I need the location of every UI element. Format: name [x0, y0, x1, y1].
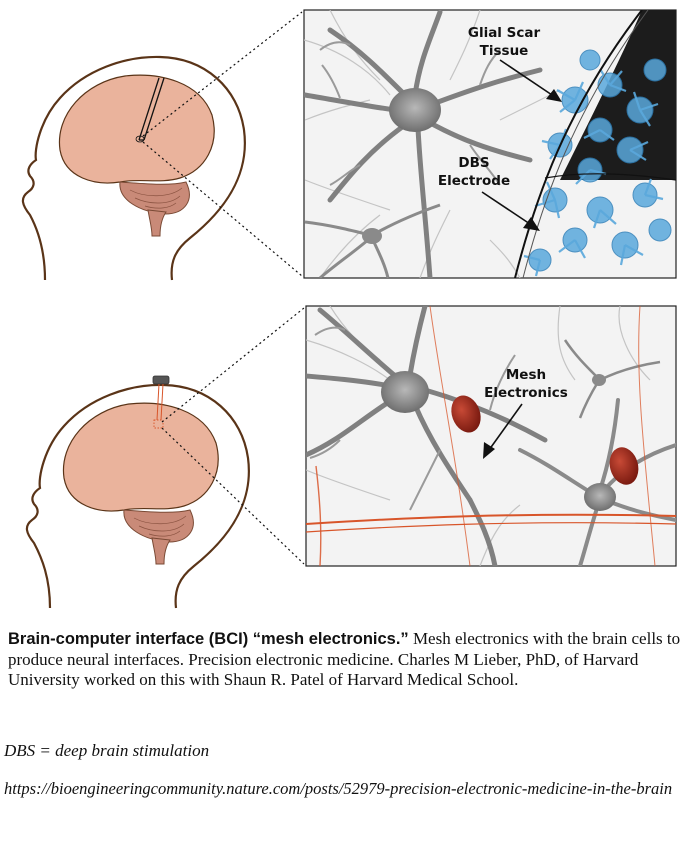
cerebellum	[123, 509, 194, 543]
dbs-micrograph-panel: Glial Scar Tissue DBS Electrode	[303, 9, 677, 279]
abbreviation-note: DBS = deep brain stimulation	[4, 741, 210, 760]
dbs-electrode-label: Electrode	[438, 173, 510, 189]
background-neurites	[304, 10, 561, 278]
brain-stem	[151, 537, 171, 565]
target-region-bottom	[153, 419, 164, 429]
head-illustration-bottom	[25, 307, 305, 609]
target-region-top	[135, 135, 145, 143]
mesh-cell-body	[451, 395, 481, 433]
glial-scar-cells	[523, 49, 672, 277]
dbs-arrow	[481, 191, 540, 231]
mesh-arrow	[483, 403, 523, 459]
zoom-lines-bottom	[161, 307, 305, 565]
caption-body: Mesh electronics with the brain cells to…	[8, 629, 681, 689]
caption-heading: Brain-computer interface (BCI) “mesh ele…	[8, 630, 409, 648]
brain-shape	[62, 402, 219, 512]
neuron-top-small	[304, 203, 441, 278]
cerebellum	[119, 181, 190, 215]
head-outline	[21, 55, 246, 281]
source-link[interactable]: https://bioengineeringcommunity.nature.c…	[4, 779, 673, 798]
implant-connector	[152, 375, 170, 385]
mesh-lead	[156, 383, 164, 421]
glial-scar-label: Tissue	[480, 43, 529, 59]
neuron-bottom-main	[306, 306, 548, 566]
mesh-cell-body	[609, 447, 639, 485]
brain-interface-diagram: Glial Scar Tissue DBS Electrode	[21, 9, 677, 609]
head-outline	[25, 383, 250, 609]
head-illustration-top	[21, 11, 303, 281]
cerebellum-folds	[133, 515, 187, 537]
neuron-bottom-small	[563, 339, 661, 419]
dbs-electrode-label: DBS	[458, 155, 489, 171]
zoom-lines-top	[142, 11, 303, 277]
brain-stem	[147, 209, 167, 237]
glial-arrow	[499, 59, 562, 102]
dbs-electrode-surface	[514, 10, 676, 278]
figure-caption: Brain-computer interface (BCI) “mesh ele…	[8, 629, 692, 691]
mesh-electronics	[306, 306, 676, 566]
mesh-electronics-label: Electronics	[484, 385, 568, 401]
dbs-electrode-lead	[138, 77, 165, 141]
neuron-top	[304, 10, 543, 278]
brain-shape	[58, 74, 215, 184]
mesh-electronics-label: Mesh	[506, 367, 546, 383]
glial-scar-label: Glial Scar	[468, 25, 541, 41]
tissue-dark-region	[560, 10, 676, 180]
cerebellum-folds	[129, 187, 183, 209]
mesh-micrograph-panel: Mesh Electronics	[305, 305, 677, 567]
